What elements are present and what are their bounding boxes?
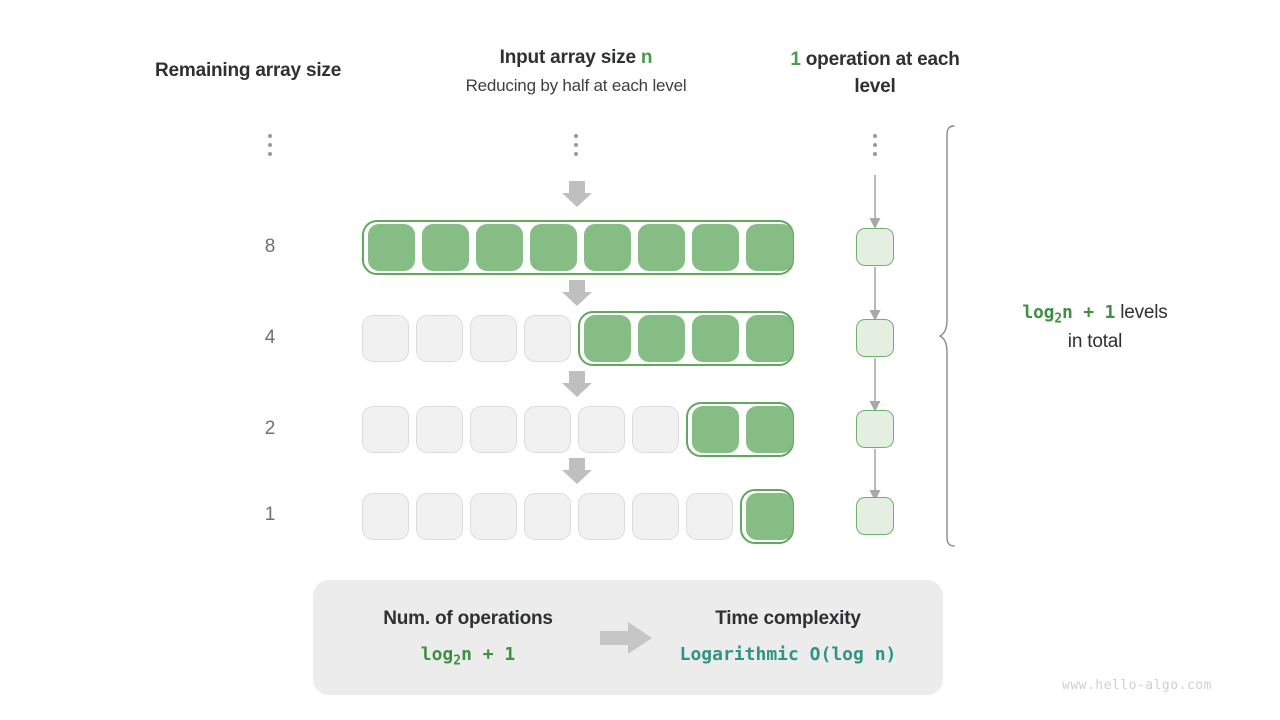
header-reducing-subtitle: Reducing by half at each level	[465, 76, 687, 95]
array-cell[interactable]	[530, 224, 577, 271]
highlight-bracket-row-0	[362, 220, 794, 275]
array-cell[interactable]	[746, 315, 793, 362]
op-connector-arrow-icon-2	[867, 358, 883, 412]
ellipsis-dots-array-column	[573, 134, 579, 156]
dot-icon	[873, 152, 877, 156]
array-cell[interactable]	[368, 224, 415, 271]
array-cell[interactable]	[692, 406, 739, 453]
array-row-2	[362, 402, 794, 457]
header-input-array-size: Input array size n Reducing by half at e…	[420, 47, 732, 96]
total-levels-line2: in total	[1067, 330, 1123, 352]
summary-arrow-wrap	[600, 622, 656, 659]
array-cell[interactable]	[746, 493, 793, 540]
dot-icon	[873, 143, 877, 147]
header-input-array-size-var: n	[640, 47, 653, 68]
array-cell[interactable]	[470, 315, 517, 362]
array-cell[interactable]	[524, 493, 571, 540]
array-cell[interactable]	[422, 224, 469, 271]
summary-operations-column: Num. of operations log2n + 1	[333, 608, 603, 669]
dot-icon	[268, 143, 272, 147]
reduce-arrow-icon-1	[562, 280, 592, 306]
total-levels-formula-line: log2n + 1 levels	[980, 300, 1210, 329]
summary-operations-value: log2n + 1	[420, 644, 516, 669]
array-cell[interactable]	[470, 493, 517, 540]
array-row-0	[362, 220, 794, 275]
operation-cell-2[interactable]	[856, 410, 894, 448]
operation-cell-1[interactable]	[856, 319, 894, 357]
array-cell[interactable]	[362, 406, 409, 453]
highlight-bracket-row-2	[686, 402, 794, 457]
ellipsis-dots-operation-column	[872, 134, 878, 156]
array-cell[interactable]	[524, 315, 571, 362]
right-arrow-icon	[600, 622, 652, 654]
array-cell[interactable]	[692, 315, 739, 362]
array-cell[interactable]	[686, 493, 733, 540]
array-cell[interactable]	[416, 406, 463, 453]
highlight-bracket-row-3	[740, 489, 794, 544]
header-operations-count: 1	[790, 49, 801, 70]
summary-panel: Num. of operations log2n + 1 Time comple…	[313, 580, 943, 695]
summary-complexity-column: Time complexity Logarithmic O(log n)	[653, 608, 923, 665]
header-operations-text: operation at each level	[800, 49, 960, 97]
reduce-arrow-icon-3	[562, 458, 592, 484]
operation-cell-0[interactable]	[856, 228, 894, 266]
array-cell[interactable]	[416, 315, 463, 362]
level-size-label-2: 2	[264, 418, 276, 439]
array-row-1	[362, 311, 794, 366]
highlight-bracket-row-1	[578, 311, 794, 366]
reduce-arrow-icon-0	[562, 181, 592, 207]
dot-icon	[268, 152, 272, 156]
array-cell[interactable]	[746, 406, 793, 453]
array-cell[interactable]	[578, 406, 625, 453]
header-remaining-array-size: Remaining array size	[155, 60, 342, 81]
level-size-label-0: 8	[264, 236, 276, 257]
array-cell[interactable]	[524, 406, 571, 453]
total-levels-note: log2n + 1 levels in total	[980, 300, 1210, 356]
array-cell[interactable]	[362, 315, 409, 362]
operation-cell-3[interactable]	[856, 497, 894, 535]
summary-complexity-title: Time complexity	[715, 608, 861, 629]
ellipsis-dots-left-column	[267, 134, 273, 156]
total-levels-formula: log2n + 1	[1022, 302, 1116, 327]
dot-icon	[574, 134, 578, 138]
array-cell[interactable]	[476, 224, 523, 271]
array-cell[interactable]	[746, 224, 793, 271]
reduce-arrow-icon-2	[562, 371, 592, 397]
levels-brace-icon	[938, 124, 964, 553]
dot-icon	[873, 134, 877, 138]
array-cell[interactable]	[416, 493, 463, 540]
array-cell[interactable]	[578, 493, 625, 540]
array-cell[interactable]	[638, 224, 685, 271]
array-cell[interactable]	[362, 493, 409, 540]
op-connector-arrow-icon-0	[867, 175, 883, 229]
array-cell[interactable]	[692, 224, 739, 271]
array-cell[interactable]	[470, 406, 517, 453]
dot-icon	[574, 152, 578, 156]
header-input-array-size-text: Input array size	[499, 47, 641, 68]
dot-icon	[574, 143, 578, 147]
dot-icon	[268, 134, 272, 138]
array-cell[interactable]	[638, 315, 685, 362]
array-cell[interactable]	[632, 406, 679, 453]
array-row-3	[362, 489, 794, 544]
op-connector-arrow-icon-1	[867, 267, 883, 321]
array-cell[interactable]	[584, 315, 631, 362]
level-size-label-3: 1	[264, 504, 276, 525]
array-cell[interactable]	[584, 224, 631, 271]
summary-operations-title: Num. of operations	[383, 608, 553, 629]
array-cell[interactable]	[632, 493, 679, 540]
total-levels-suffix: levels	[1115, 302, 1168, 323]
summary-complexity-value: Logarithmic O(log n)	[679, 644, 897, 665]
header-operations-per-level: 1 operation at each level	[780, 47, 970, 101]
level-size-label-1: 4	[264, 327, 276, 348]
op-connector-arrow-icon-3	[867, 449, 883, 501]
watermark: www.hello-algo.com	[1062, 678, 1212, 693]
